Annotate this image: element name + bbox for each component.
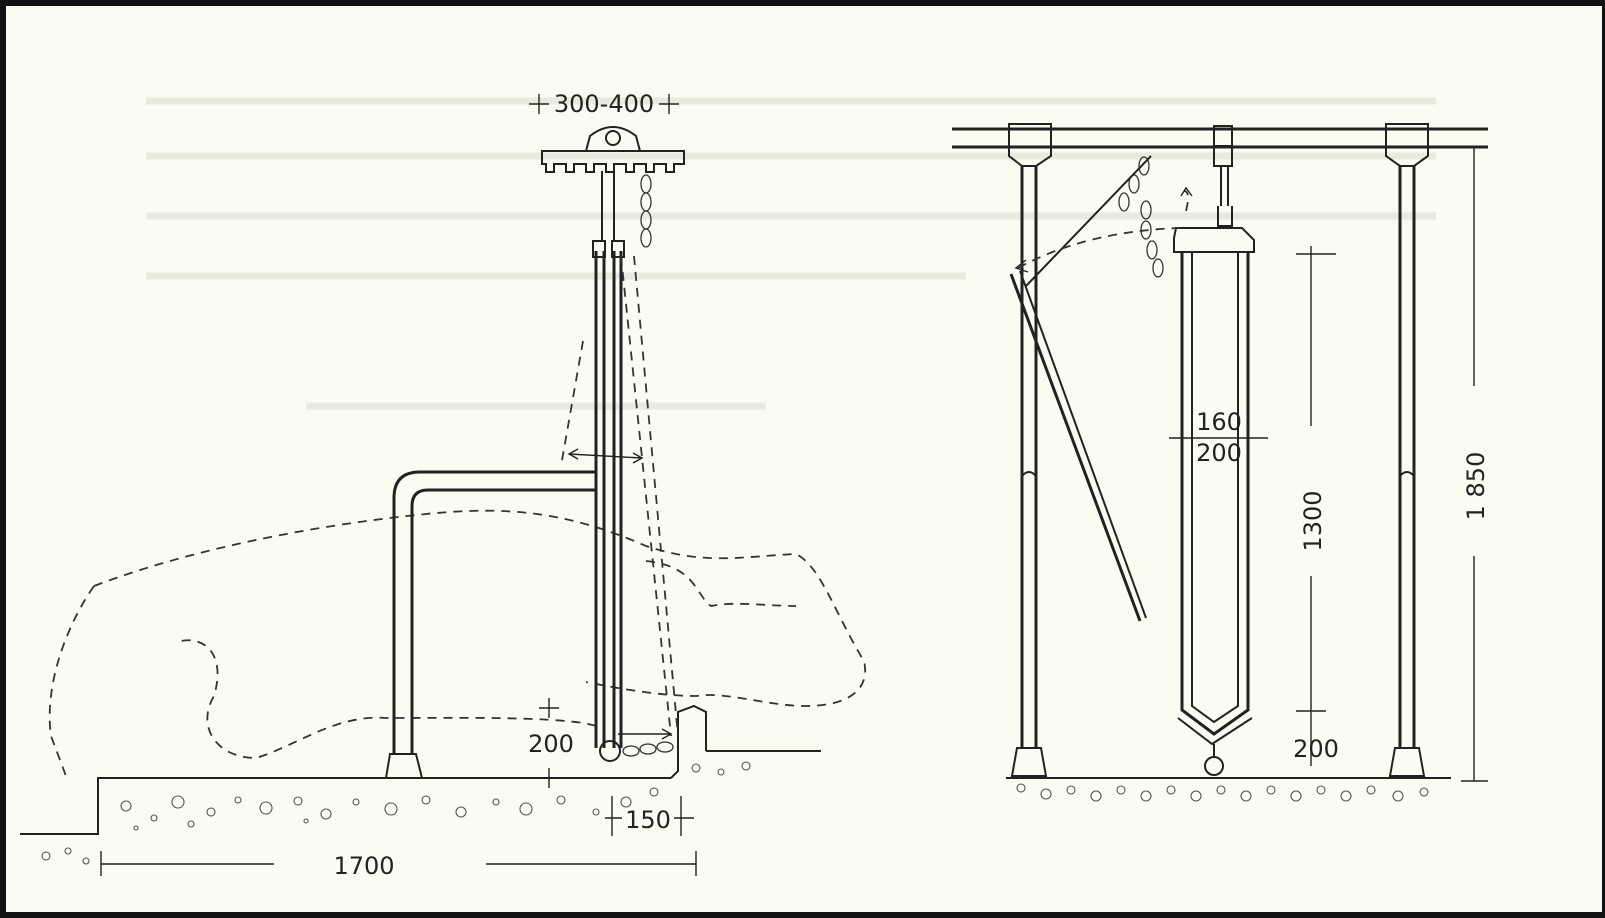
frame-posts [1010, 166, 1426, 777]
tether-rails [592, 171, 625, 748]
swing-arcs [560, 255, 679, 737]
chain-and-lever [1009, 155, 1193, 622]
dim-sack-width: 160 200 [1169, 408, 1268, 467]
dim-150: 150 [605, 796, 694, 836]
curb-width-label: 150 [625, 806, 671, 834]
stall-length-label: 1700 [333, 852, 394, 880]
sack-width-label: 160 [1196, 408, 1242, 436]
dim-1850: 1 850 [1461, 146, 1490, 782]
movement-arrow [567, 448, 644, 464]
left-view: 300-400 200 150 1700 [20, 90, 867, 880]
show-through-text [146, 97, 1436, 410]
top-width-label: 300-400 [554, 90, 654, 118]
sack-hook [1173, 166, 1255, 253]
feed-sack [1177, 252, 1253, 776]
stall-divider-pipe [384, 470, 596, 779]
frame-height-label: 1 850 [1462, 452, 1490, 521]
stall-floor [20, 704, 821, 835]
dim-300-400: 300-400 [529, 90, 679, 118]
technical-drawing: 300-400 200 150 1700 [20, 90, 1490, 880]
sack-width-alt-label: 200 [1196, 439, 1242, 467]
floor-clearance-label: 200 [1293, 735, 1339, 763]
top-rail [952, 123, 1488, 167]
right-view: 160 200 1300 200 1 850 [952, 123, 1490, 802]
dim-200-left: 200 [528, 698, 574, 788]
dim-1300: 1300 [1296, 246, 1336, 721]
dim-200-right: 200 [1293, 721, 1339, 766]
neck-chain [599, 728, 674, 762]
chain-height-label: 200 [528, 730, 574, 758]
right-floor-gravel [1016, 783, 1429, 802]
ceiling-bracket [541, 126, 685, 173]
sack-length-label: 1300 [1299, 490, 1327, 551]
cow-outline [48, 509, 867, 777]
floor-gravel [41, 761, 751, 865]
spare-chain [640, 174, 652, 248]
dim-1700: 1700 [100, 851, 697, 880]
